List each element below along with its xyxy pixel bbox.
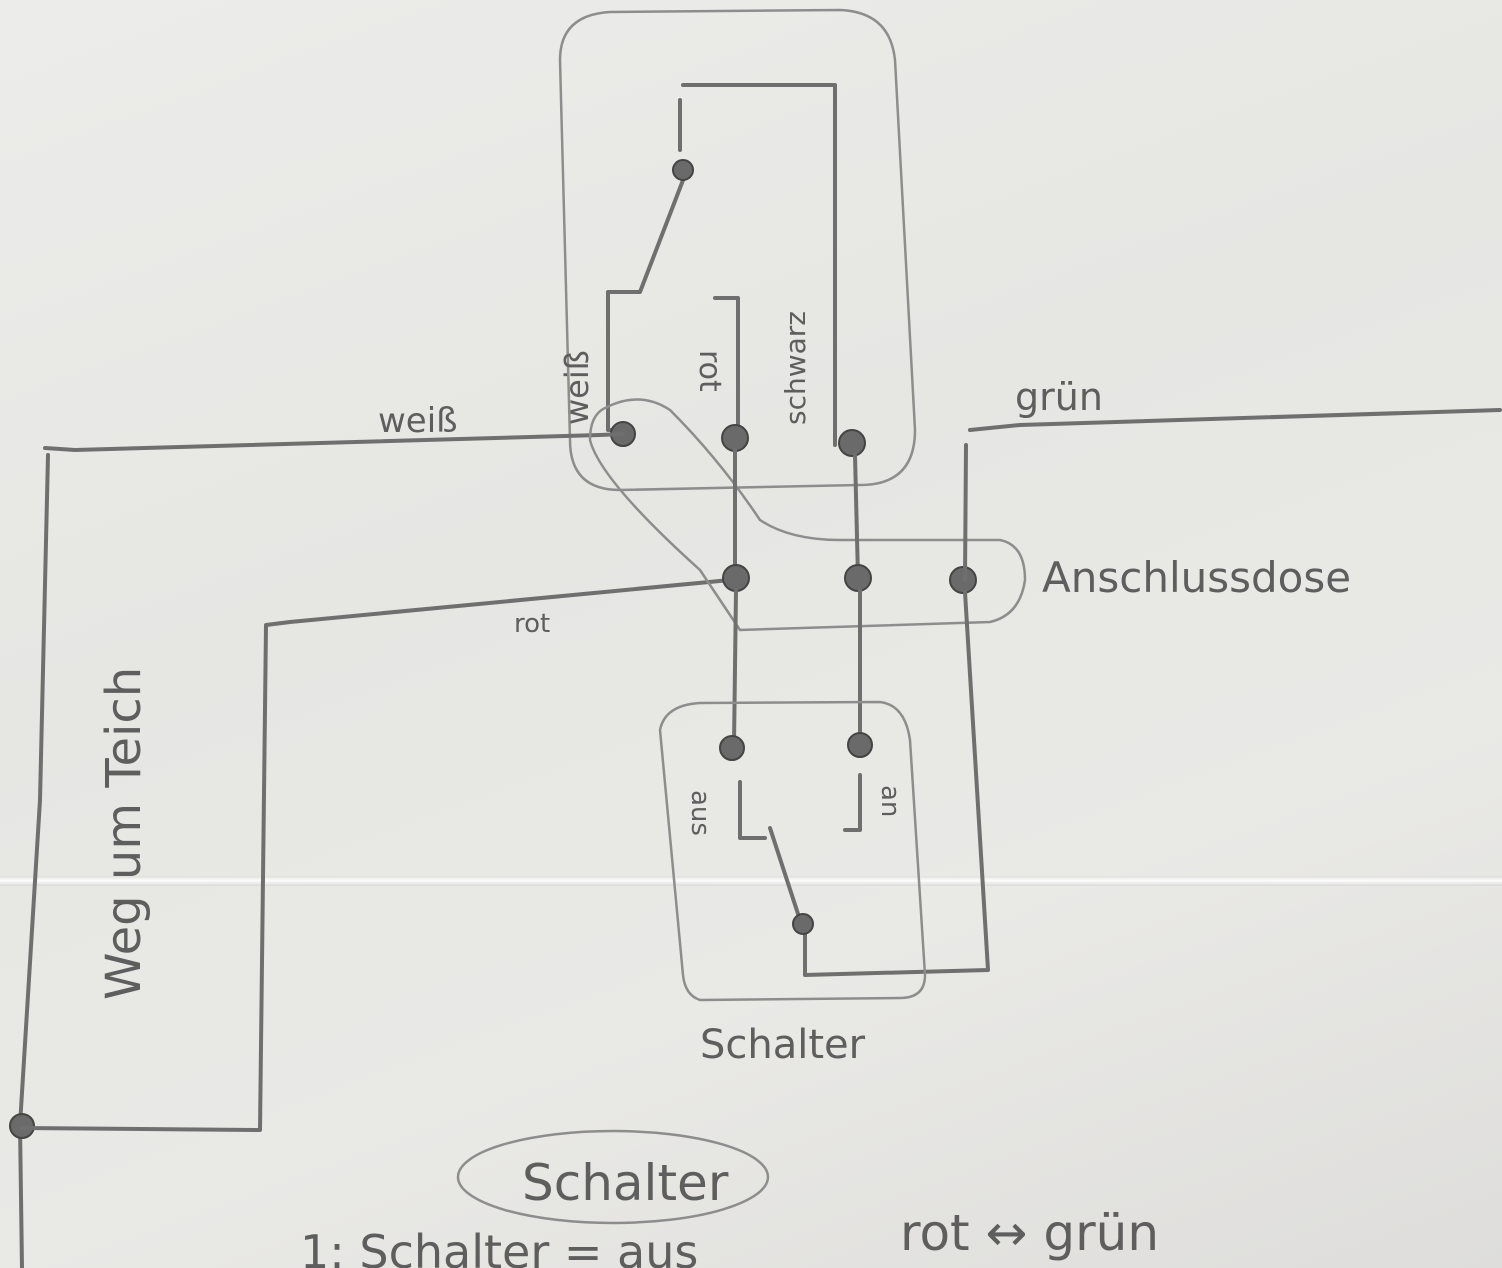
label-note-left: 1: Schalter = aus <box>300 1225 698 1268</box>
top-enclosure-outline <box>558 8 917 492</box>
label-anschlussdose: Anschlussdose <box>1042 553 1351 602</box>
weiss-loop-wire <box>588 398 1027 632</box>
label-aus: aus <box>685 790 715 836</box>
label-schalter-circled: Schalter <box>522 1154 729 1212</box>
an-contact <box>843 773 862 832</box>
top-terminal-rot <box>721 424 749 452</box>
label-weg-um-teich: Weg um Teich <box>96 667 152 1000</box>
lower-terminal-aus <box>719 735 745 761</box>
dose-terminal-schwarz <box>844 564 872 592</box>
lower-switch-enclosure <box>658 700 927 1002</box>
label-weiss-top: weiß <box>378 401 458 441</box>
schwarz-drop-wire <box>853 453 860 580</box>
top-switch-pivot-terminal <box>672 159 694 181</box>
label-schalter-box: Schalter <box>700 1022 866 1068</box>
lower-terminal-an <box>847 732 873 758</box>
top-terminal-schwarz <box>838 429 866 457</box>
rot-lower-wire <box>732 588 738 747</box>
label-schwarz-vertical: schwarz <box>779 311 812 425</box>
dose-terminal-rot <box>722 564 750 592</box>
weiss-wire <box>43 432 625 452</box>
label-an: an <box>875 785 905 817</box>
label-rot-wire: rot <box>514 609 550 639</box>
lower-switch-pivot-terminal <box>792 913 814 935</box>
bottom-left-terminal <box>9 1113 35 1139</box>
paper-fold-crease <box>0 876 1502 886</box>
gruen-drop-wire <box>963 443 968 582</box>
left-outer-wire <box>18 453 50 1268</box>
schalter-circle <box>456 1129 770 1225</box>
label-weiss-vertical: weiß <box>558 350 596 425</box>
label-rot-vertical: rot <box>692 350 727 392</box>
lower-switch-lever <box>768 826 802 922</box>
gruen-wire <box>968 408 1502 432</box>
gruen-lower-wire <box>803 590 990 977</box>
top-switch-rot-hook <box>713 296 740 437</box>
bottom-left-return <box>20 578 732 1132</box>
label-gruen: grün <box>1015 375 1103 419</box>
top-switch-lever <box>606 173 687 432</box>
label-note-right: rot ↔ grün <box>900 1204 1159 1262</box>
top-switch-schwarz-wire <box>681 83 837 447</box>
aus-contact <box>738 780 767 840</box>
